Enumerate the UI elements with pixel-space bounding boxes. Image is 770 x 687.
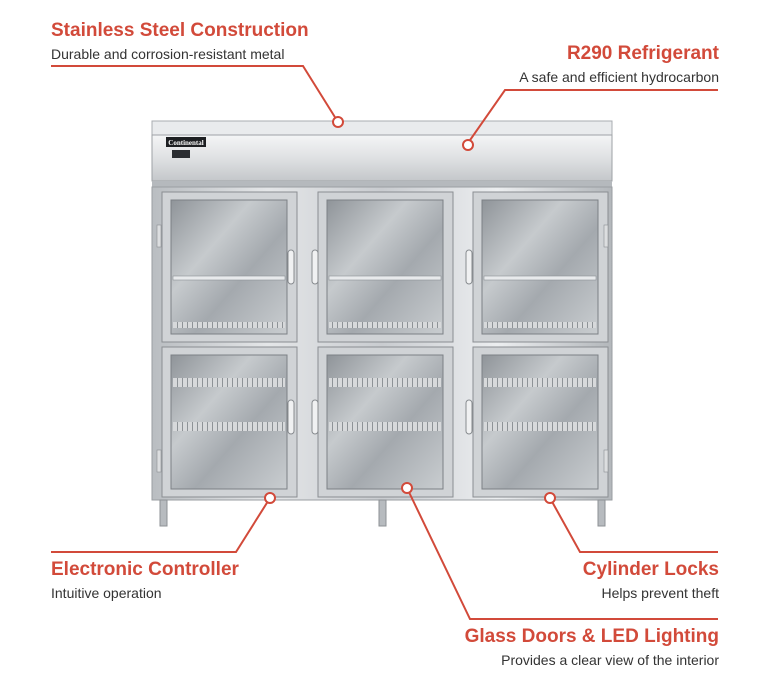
door-handles — [156, 224, 609, 473]
callout-desc: Intuitive operation — [51, 585, 162, 601]
callout-r290-refrigerant: R290 Refrigerant A safe and efficient hy… — [519, 43, 719, 86]
callout-title: Stainless Steel Construction — [51, 20, 309, 41]
callout-title: R290 Refrigerant — [566, 43, 719, 64]
callout-title: Glass Doors & LED Lighting — [464, 626, 719, 647]
marker-stainless — [332, 116, 344, 128]
callout-cylinder-locks: Cylinder Locks Helps prevent theft — [583, 559, 719, 602]
leader-line-locks — [549, 497, 718, 553]
marker-controller — [264, 492, 276, 504]
leader-line-r290 — [467, 89, 718, 144]
callout-glass-doors: Glass Doors & LED Lighting Provides a cl… — [465, 626, 719, 669]
marker-glass — [401, 482, 413, 494]
brand-logo: Continental — [168, 139, 203, 147]
leader-line-stainless — [51, 65, 339, 123]
leader-line-controller — [51, 497, 271, 553]
callout-title: Electronic Controller — [51, 559, 239, 580]
callout-title: Cylinder Locks — [582, 559, 719, 580]
wire-shelves — [172, 275, 597, 431]
marker-locks — [544, 492, 556, 504]
top-canopy — [151, 120, 613, 187]
marker-r290 — [462, 139, 474, 151]
leader-line-glass — [406, 487, 718, 620]
callout-desc: Provides a clear view of the interior — [501, 652, 719, 668]
callout-stainless-steel: Stainless Steel Construction Durable and… — [51, 20, 309, 63]
callout-desc: A safe and efficient hydrocarbon — [519, 69, 719, 85]
callout-desc: Durable and corrosion-resistant metal — [51, 46, 285, 62]
controller-display: Continental — [166, 137, 206, 158]
cabinet-legs — [159, 499, 606, 527]
callout-electronic-controller: Electronic Controller Intuitive operatio… — [51, 559, 239, 602]
callout-desc: Helps prevent theft — [601, 585, 719, 601]
